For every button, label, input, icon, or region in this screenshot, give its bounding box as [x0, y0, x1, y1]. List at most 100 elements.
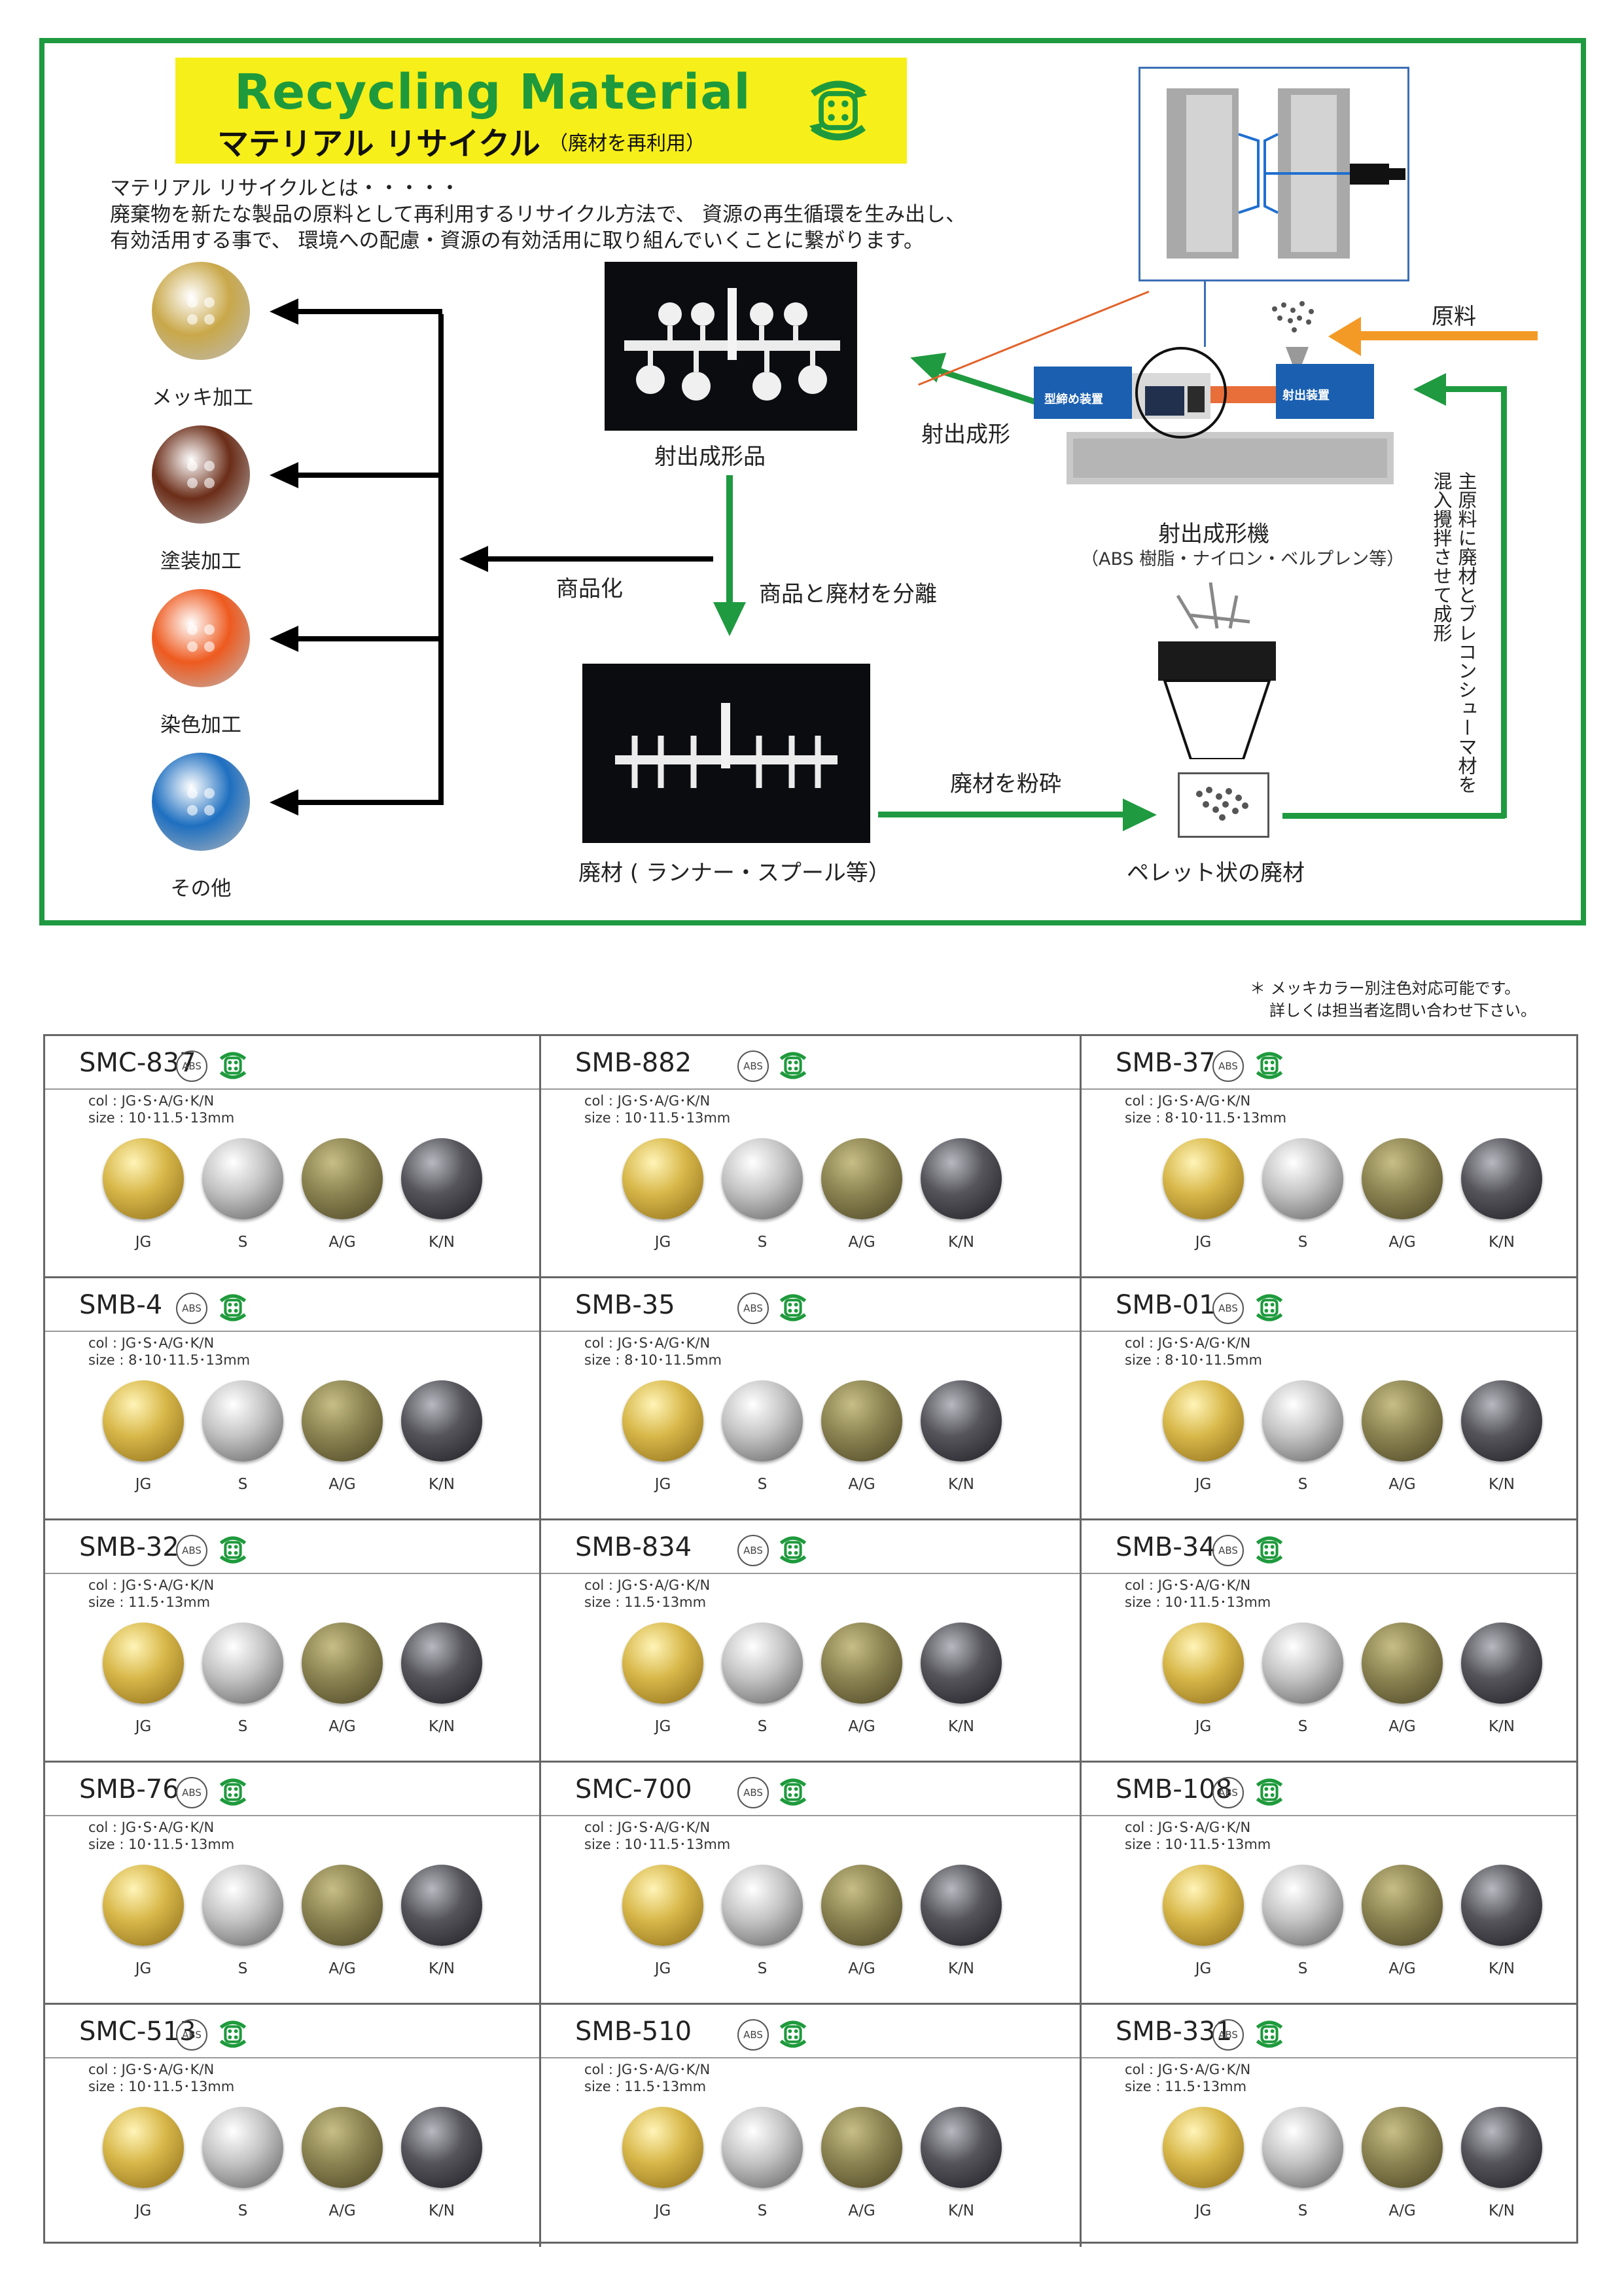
color-code-label: S [238, 1476, 248, 1493]
product-code: SMC-700 [575, 1774, 692, 1804]
finish-label: 染色加工 [160, 713, 241, 737]
color-spec: col : JG･S･A/G･K/N [584, 1820, 711, 1835]
button-sample [722, 2107, 803, 2188]
card-divider [45, 1573, 539, 1574]
size-spec: size : 10･11.5･13mm [88, 2079, 235, 2094]
abs-badge: ABS [737, 2019, 769, 2051]
finish-button-icon [152, 589, 250, 687]
abs-badge: ABS [737, 1050, 769, 1082]
finish-arrow [294, 800, 442, 805]
banner-title: Recycling Material [234, 64, 751, 120]
color-code-label: S [1297, 1960, 1308, 1977]
raw-pellets-icon [1262, 296, 1327, 335]
button-sample [921, 1380, 1002, 1462]
crusher-icon [1152, 576, 1282, 761]
recycle-icon [1256, 1536, 1283, 1564]
color-code-label: S [757, 1718, 768, 1735]
abs-badge: ABS [176, 2019, 207, 2051]
separate-label: 商品と廃材を分離 [759, 581, 937, 607]
button-sample [401, 1623, 482, 1704]
size-spec: size : 10･11.5･13mm [1125, 1837, 1271, 1852]
raw-material-label: 原料 [1432, 304, 1476, 330]
product-code: SMB-834 [575, 1532, 692, 1562]
color-code-label: JG [135, 1718, 152, 1735]
injection-label: 射出成形 [921, 422, 1010, 448]
abs-badge: ABS [737, 1777, 769, 1808]
button-sample [302, 1138, 383, 1219]
mold-diagram [1139, 67, 1409, 281]
button-sample [1262, 2107, 1343, 2188]
button-sample [921, 2107, 1002, 2188]
color-code-label: A/G [848, 2202, 875, 2219]
color-code-label: S [757, 1960, 768, 1977]
abs-badge: ABS [176, 1293, 207, 1324]
banner: Recycling Material マテリアル リサイクル （廃材を再利用） [175, 58, 907, 164]
card-divider [541, 1088, 1080, 1090]
banner-note: （廃材を再利用） [548, 132, 705, 155]
arrow-head-icon [1328, 317, 1361, 356]
finish-button-icon [152, 425, 250, 524]
color-code-label: JG [654, 1234, 671, 1251]
color-code-label: S [1297, 2202, 1308, 2219]
button-sample [401, 1138, 482, 1219]
card-divider [541, 1573, 1080, 1574]
banner-subtitle: マテリアル リサイクル [217, 126, 540, 162]
color-code-label: A/G [848, 1234, 875, 1251]
recycle-icon [1256, 1052, 1283, 1079]
button-sample [302, 1865, 383, 1946]
button-sample [622, 1138, 703, 1219]
card-divider [45, 1331, 539, 1332]
color-spec: col : JG･S･A/G･K/N [1125, 1093, 1251, 1109]
color-code-label: A/G [328, 1476, 356, 1493]
abs-badge: ABS [737, 1293, 769, 1324]
color-code-label: A/G [328, 1234, 356, 1251]
color-code-label: S [238, 2202, 248, 2219]
size-spec: size : 10･11.5･13mm [584, 1837, 731, 1852]
color-code-label: S [1297, 1234, 1308, 1251]
button-sample [202, 1865, 283, 1946]
return-line [1501, 386, 1507, 818]
color-code-label: K/N [428, 1718, 455, 1735]
note-line2: 詳しくは担当者迄問い合わせ下さい。 [1269, 1001, 1536, 1020]
recycle-icon [219, 2020, 247, 2048]
abs-badge: ABS [176, 1777, 207, 1808]
button-sample [1461, 1865, 1542, 1946]
button-sample [1163, 1138, 1244, 1219]
recycle-icon [809, 81, 868, 141]
button-sample [821, 1380, 902, 1462]
color-spec: col : JG･S･A/G･K/N [584, 2062, 711, 2077]
button-sample [202, 1380, 283, 1462]
abs-badge: ABS [1212, 1050, 1244, 1082]
product-code: SMB-882 [575, 1048, 692, 1078]
arrow-head-icon [270, 298, 298, 325]
crush-arrow [878, 812, 1127, 817]
mixing-note: 主原料に廃材とブレコンシューマ材を混入攪拌させて成形 [1430, 471, 1477, 794]
finish-label: メッキ加工 [152, 386, 253, 410]
card-divider [1082, 1573, 1576, 1574]
button-sample [722, 1623, 803, 1704]
color-spec: col : JG･S･A/G･K/N [584, 1093, 711, 1109]
color-code-label: JG [654, 1718, 671, 1735]
color-code-label: K/N [428, 2202, 455, 2219]
injection-machine [1034, 340, 1453, 497]
button-sample [103, 1865, 184, 1946]
color-code-label: A/G [1388, 1476, 1416, 1493]
card-divider [45, 1815, 539, 1816]
color-code-label: S [757, 2202, 768, 2219]
button-sample [1163, 2107, 1244, 2188]
color-code-label: JG [135, 2202, 152, 2219]
separate-arrow [726, 475, 733, 606]
button-sample [1262, 1138, 1343, 1219]
color-code-label: JG [135, 1234, 152, 1251]
card-divider [541, 1331, 1080, 1332]
button-sample [1362, 1865, 1443, 1946]
